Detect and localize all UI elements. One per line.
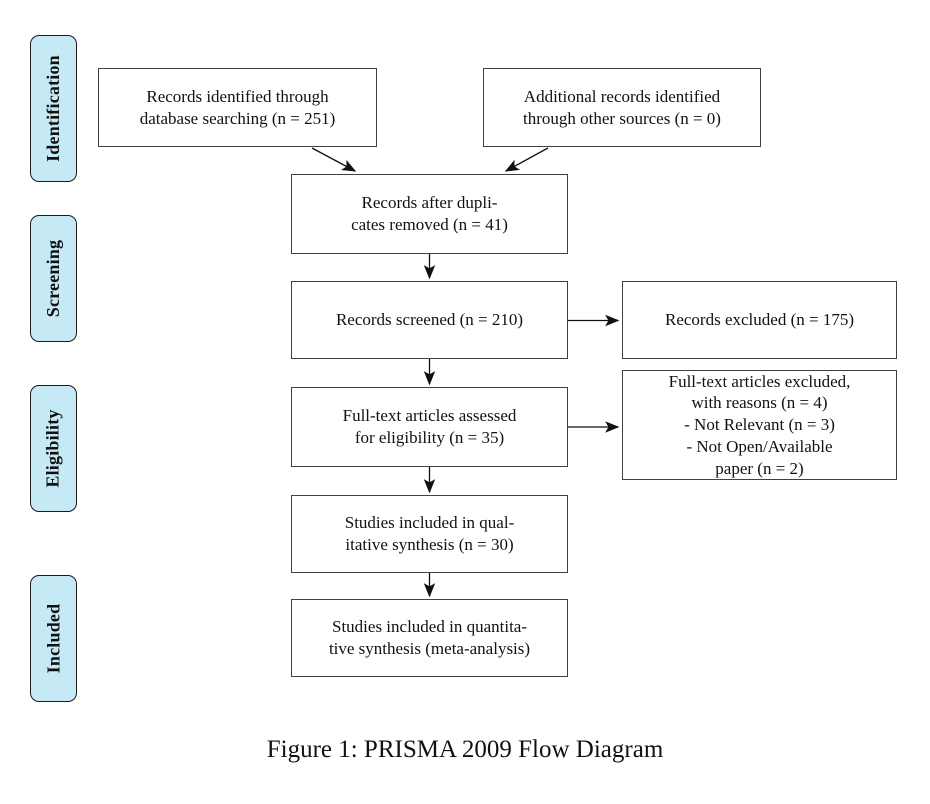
figure-caption: Figure 1: PRISMA 2009 Flow Diagram [266, 736, 664, 763]
arrow-identified-to-duplicates [311, 147, 357, 172]
flow-box-text: Records excluded (n = 175) [665, 310, 854, 330]
flow-box-text: Additional records identified through ot… [523, 86, 721, 128]
flow-box-text: Full-text articles excluded, with reason… [668, 371, 851, 478]
flow-box-text: Studies included in qual- itative synthe… [344, 513, 515, 554]
flow-box-text: Full-text articles assessed for eligibil… [342, 406, 517, 447]
stage-label-eligibility: Eligibility [30, 385, 77, 512]
flow-box-records-identified: Records identified through database sear… [98, 68, 377, 147]
stage-label-included: Included [30, 575, 77, 702]
flow-box-text: Records after dupli- cates removed (n = … [351, 193, 508, 234]
arrow-additional-to-duplicates [504, 147, 549, 172]
stage-label-text: Included [43, 603, 64, 674]
stage-label-screening: Screening [30, 215, 77, 342]
flow-box-additional-records: Additional records identified through ot… [483, 68, 761, 147]
flow-box-duplicates-removed: Records after dupli- cates removed (n = … [291, 174, 568, 254]
flow-box-records-excluded: Records excluded (n = 175) [622, 281, 897, 359]
flow-box-quantitative-included: Studies included in quantita- tive synth… [291, 599, 568, 677]
flow-box-qualitative-included: Studies included in qual- itative synthe… [291, 495, 568, 573]
flow-box-text: Records screened (n = 210) [335, 310, 524, 330]
flow-box-records-screened: Records screened (n = 210) [291, 281, 568, 359]
flow-box-text: Records identified through database sear… [139, 86, 336, 128]
flow-box-fulltext-excluded: Full-text articles excluded, with reason… [622, 370, 897, 480]
stage-label-identification: Identification [30, 35, 77, 182]
stage-label-text: Eligibility [43, 409, 63, 488]
flow-box-fulltext-assessed: Full-text articles assessed for eligibil… [291, 387, 568, 467]
stage-label-text: Screening [43, 239, 63, 318]
flow-box-text: Studies included in quantita- tive synth… [328, 617, 531, 658]
stage-label-text: Identification [43, 55, 63, 162]
